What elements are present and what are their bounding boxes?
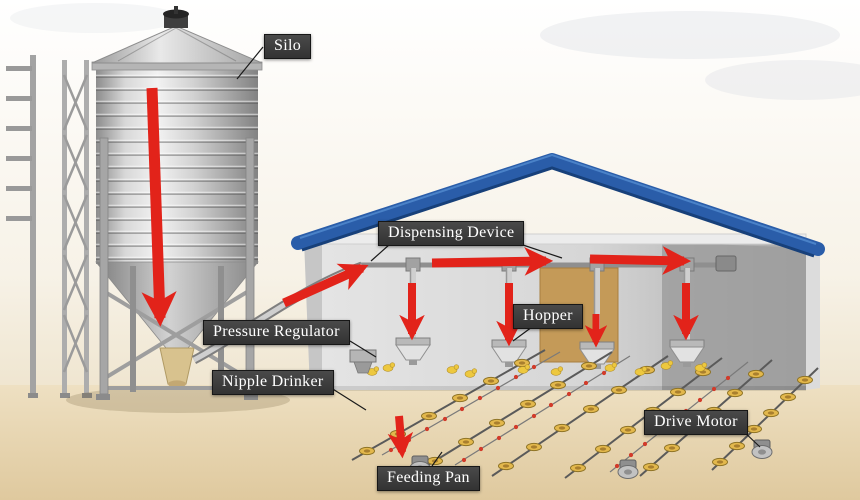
flow-arrow-pipe-2 (589, 246, 692, 275)
barn-roof (291, 153, 825, 256)
flow-arrow-feeding-pan (387, 415, 414, 459)
label-silo: Silo (264, 34, 311, 59)
label-pressure-regulator: Pressure Regulator (203, 320, 350, 345)
label-dispensing-device: Dispensing Device (378, 221, 525, 246)
silo-support-frame (6, 55, 92, 398)
label-drive-motor: Drive Motor (644, 410, 748, 435)
flow-arrow-to-pipe (282, 263, 369, 308)
label-nipple-drinker: Nipple Drinker (212, 370, 334, 395)
flow-arrows (141, 87, 699, 459)
label-feeding-pan: Feeding Pan (377, 466, 480, 491)
flow-arrow-pipe-1 (431, 246, 554, 276)
pressure-regulator-device (349, 349, 377, 374)
silo-illustration (66, 6, 290, 413)
flow-arrow-silo (141, 87, 177, 327)
label-hopper: Hopper (513, 304, 583, 329)
